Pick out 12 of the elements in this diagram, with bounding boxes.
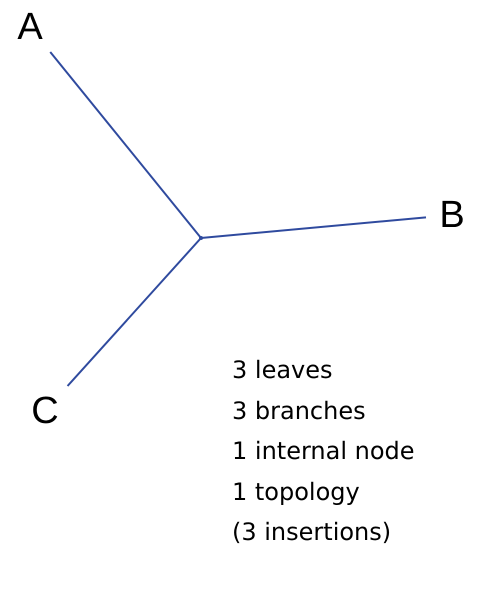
note-text: 1 topology bbox=[232, 476, 361, 508]
leaf-label: B bbox=[426, 190, 478, 240]
note-text: 3 leaves bbox=[232, 355, 334, 386]
leaf-label: A bbox=[6, 2, 54, 52]
leaf-label: C bbox=[20, 386, 70, 436]
note-text: (3 insertions) bbox=[232, 517, 392, 548]
tree-branch bbox=[200, 216, 426, 239]
tree-branch bbox=[66, 237, 202, 387]
tree-branch bbox=[49, 51, 202, 239]
note-text: 3 branches bbox=[232, 396, 367, 426]
junction-dot bbox=[199, 236, 203, 240]
note-text: 1 internal node bbox=[232, 436, 415, 467]
